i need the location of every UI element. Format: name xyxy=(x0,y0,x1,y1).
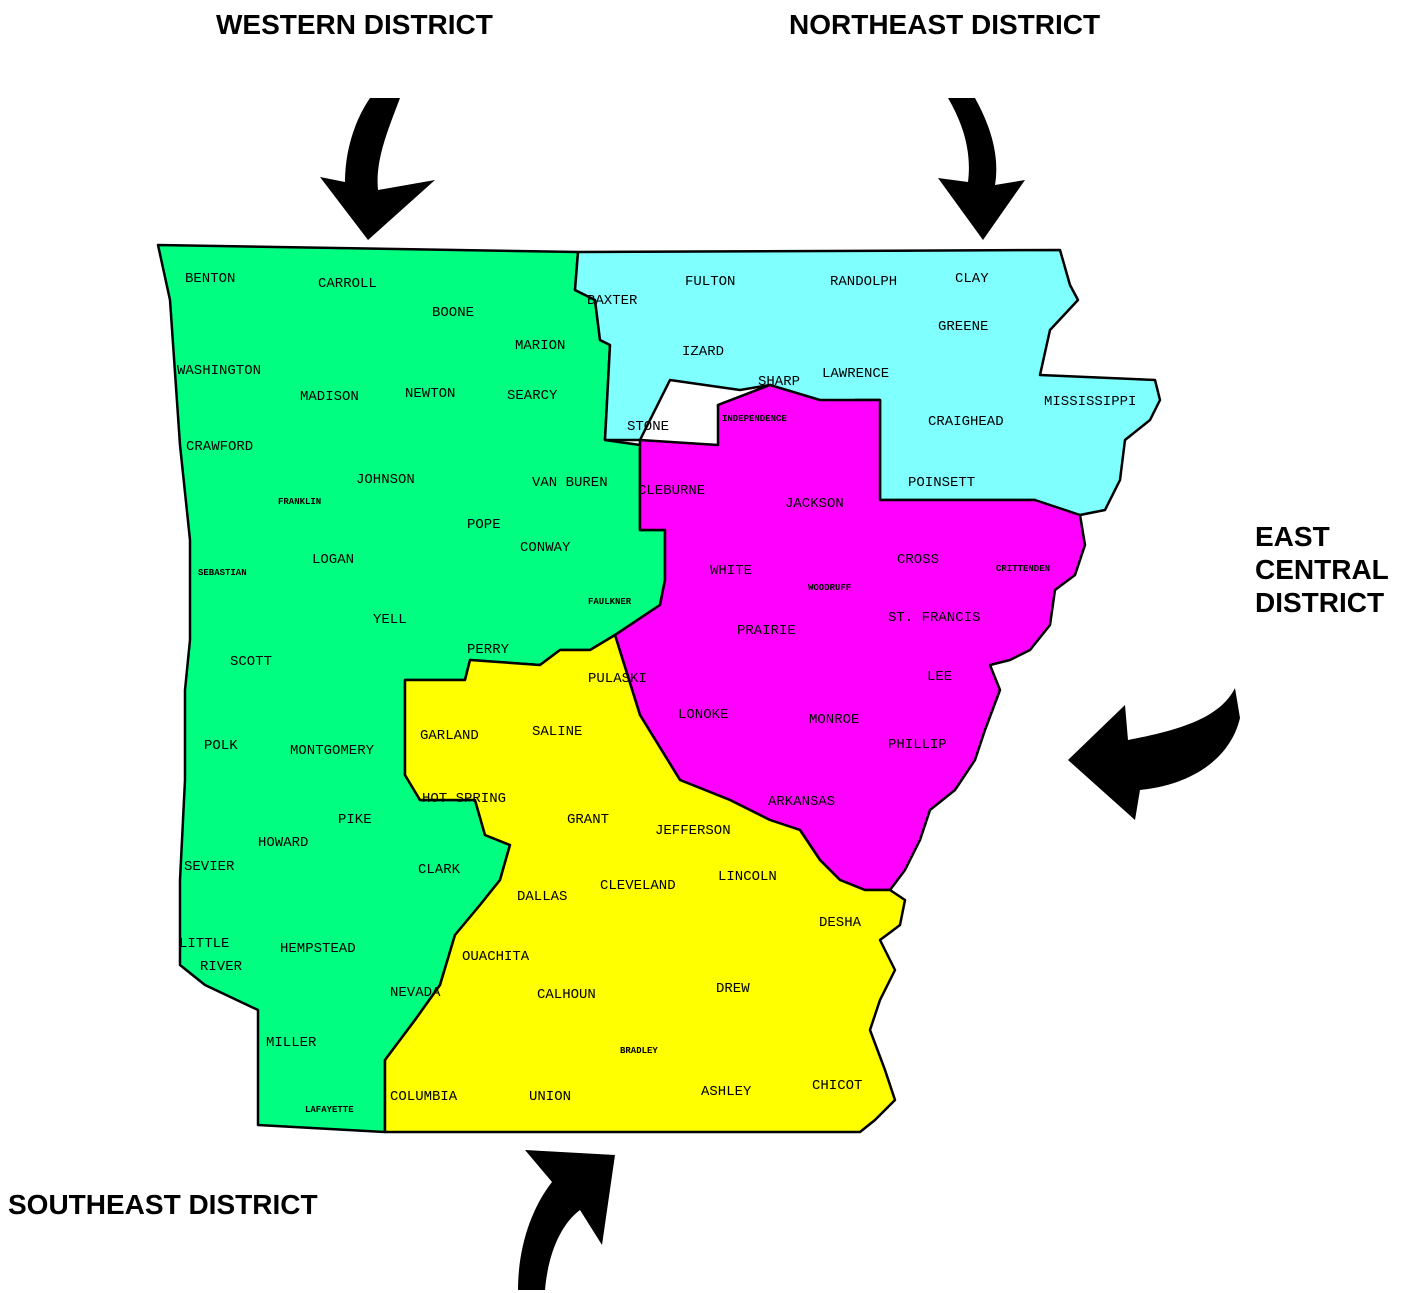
county-label-johnson: JOHNSON xyxy=(356,472,415,488)
county-label-nevada: NEVADA xyxy=(390,985,441,1001)
county-label-randolph: RANDOLPH xyxy=(830,274,897,290)
county-label-montgomery: MONTGOMERY xyxy=(290,743,375,759)
county-label-lincoln: LINCOLN xyxy=(718,869,777,885)
county-label-marion: MARION xyxy=(515,338,565,354)
county-label-howard: HOWARD xyxy=(258,835,308,851)
county-label-river: RIVER xyxy=(200,959,243,975)
county-label-pope: POPE xyxy=(467,517,501,533)
county-label-boone: BOONE xyxy=(432,305,474,321)
county-label-carroll: CARROLL xyxy=(318,276,377,292)
county-label-calhoun: CALHOUN xyxy=(537,987,596,1003)
east-central-label-line-3: DISTRICT xyxy=(1255,587,1385,618)
county-label-arkansas: ARKANSAS xyxy=(768,794,835,810)
county-label-cleburne: CLEBURNE xyxy=(638,483,705,499)
county-label-searcy: SEARCY xyxy=(507,388,558,404)
northeast-arrow-icon xyxy=(938,98,1025,240)
county-label-clark: CLARK xyxy=(418,862,461,878)
county-label-drew: DREW xyxy=(716,981,750,997)
county-label-white: WHITE xyxy=(710,563,752,579)
county-label-faulkner: FAULKNER xyxy=(588,597,632,607)
county-label-conway: CONWAY xyxy=(520,540,571,556)
county-label-lawrence: LAWRENCE xyxy=(822,366,889,382)
county-label-clay: CLAY xyxy=(955,271,989,287)
county-label-madison: MADISON xyxy=(300,389,359,405)
county-label-logan: LOGAN xyxy=(312,552,354,568)
county-label-saline: SALINE xyxy=(532,724,582,740)
county-label-lafayette: LAFAYETTE xyxy=(305,1105,354,1115)
county-label-bradley: BRADLEY xyxy=(620,1046,658,1056)
county-label-jackson: JACKSON xyxy=(785,496,844,512)
county-label-union: UNION xyxy=(529,1089,571,1105)
county-label-st-francis: ST. FRANCIS xyxy=(888,610,980,626)
county-label-garland: GARLAND xyxy=(420,728,479,744)
county-label-crawford: CRAWFORD xyxy=(186,439,253,455)
county-label-ouachita: OUACHITA xyxy=(462,949,530,965)
county-label-crittenden: CRITTENDEN xyxy=(996,564,1050,574)
county-label-little: LITTLE xyxy=(179,936,229,952)
county-label-hot-spring: HOT SPRING xyxy=(422,791,506,807)
county-label-fulton: FULTON xyxy=(685,274,735,290)
county-label-jefferson: JEFFERSON xyxy=(655,823,731,839)
county-label-hempstead: HEMPSTEAD xyxy=(280,941,356,957)
county-label-benton: BENTON xyxy=(185,271,235,287)
southeast-district-region xyxy=(383,633,907,1134)
county-label-phillip: PHILLIP xyxy=(888,737,947,753)
county-label-columbia: COLUMBIA xyxy=(390,1089,458,1105)
east-central-district-label: EAST CENTRAL DISTRICT xyxy=(1255,520,1389,619)
county-label-greene: GREENE xyxy=(938,319,988,335)
county-label-sevier: SEVIER xyxy=(184,859,235,875)
east-central-label-line-2: CENTRAL xyxy=(1255,554,1389,585)
county-label-franklin: FRANKLIN xyxy=(278,497,321,507)
east-central-arrow-icon xyxy=(1068,688,1240,820)
county-label-monroe: MONROE xyxy=(809,712,859,728)
county-label-perry: PERRY xyxy=(467,642,510,658)
county-label-independence: INDEPENDENCE xyxy=(722,414,787,424)
east-central-label-line-1: EAST xyxy=(1255,521,1330,552)
county-label-cross: CROSS xyxy=(897,552,939,568)
county-label-dallas: DALLAS xyxy=(517,889,567,905)
county-label-baxter: BAXTER xyxy=(587,293,638,309)
northeast-district-label: NORTHEAST DISTRICT xyxy=(789,9,1101,40)
western-district-label: WESTERN DISTRICT xyxy=(216,9,493,40)
county-label-chicot: CHICOT xyxy=(812,1078,862,1094)
southeast-arrow-icon xyxy=(518,1150,615,1290)
county-label-lee: LEE xyxy=(927,669,952,685)
county-label-ashley: ASHLEY xyxy=(701,1084,752,1100)
county-label-izard: IZARD xyxy=(682,344,724,360)
county-label-newton: NEWTON xyxy=(405,386,455,402)
county-label-craighead: CRAIGHEAD xyxy=(928,414,1004,430)
western-arrow-icon xyxy=(320,98,435,240)
county-labels: BENTON CARROLL BOONE MARION WASHINGTON MADISO… xyxy=(177,271,1136,1115)
county-label-sebastian: SEBASTIAN xyxy=(198,568,247,578)
county-label-washington: WASHINGTON xyxy=(177,363,261,379)
county-label-grant: GRANT xyxy=(567,812,609,828)
county-label-poinsett: POINSETT xyxy=(908,475,975,491)
county-label-mississippi: MISSISSIPPI xyxy=(1044,394,1136,410)
county-label-prairie: PRAIRIE xyxy=(737,623,796,639)
southeast-district-label: SOUTHEAST DISTRICT xyxy=(8,1189,318,1220)
county-label-stone: STONE xyxy=(627,419,669,435)
county-label-scott: SCOTT xyxy=(230,654,272,670)
county-label-sharp: SHARP xyxy=(758,374,800,390)
county-label-pike: PIKE xyxy=(338,812,372,828)
county-label-yell: YELL xyxy=(373,612,407,628)
county-label-woodruff: WOODRUFF xyxy=(808,583,851,593)
county-label-lonoke: LONOKE xyxy=(678,707,728,723)
county-label-miller: MILLER xyxy=(266,1035,317,1051)
county-label-pulaski: PULASKI xyxy=(588,671,647,687)
county-label-van-buren: VAN BUREN xyxy=(532,475,608,491)
county-label-polk: POLK xyxy=(204,738,238,754)
county-label-desha: DESHA xyxy=(819,915,862,931)
county-label-cleveland: CLEVELAND xyxy=(600,878,676,894)
